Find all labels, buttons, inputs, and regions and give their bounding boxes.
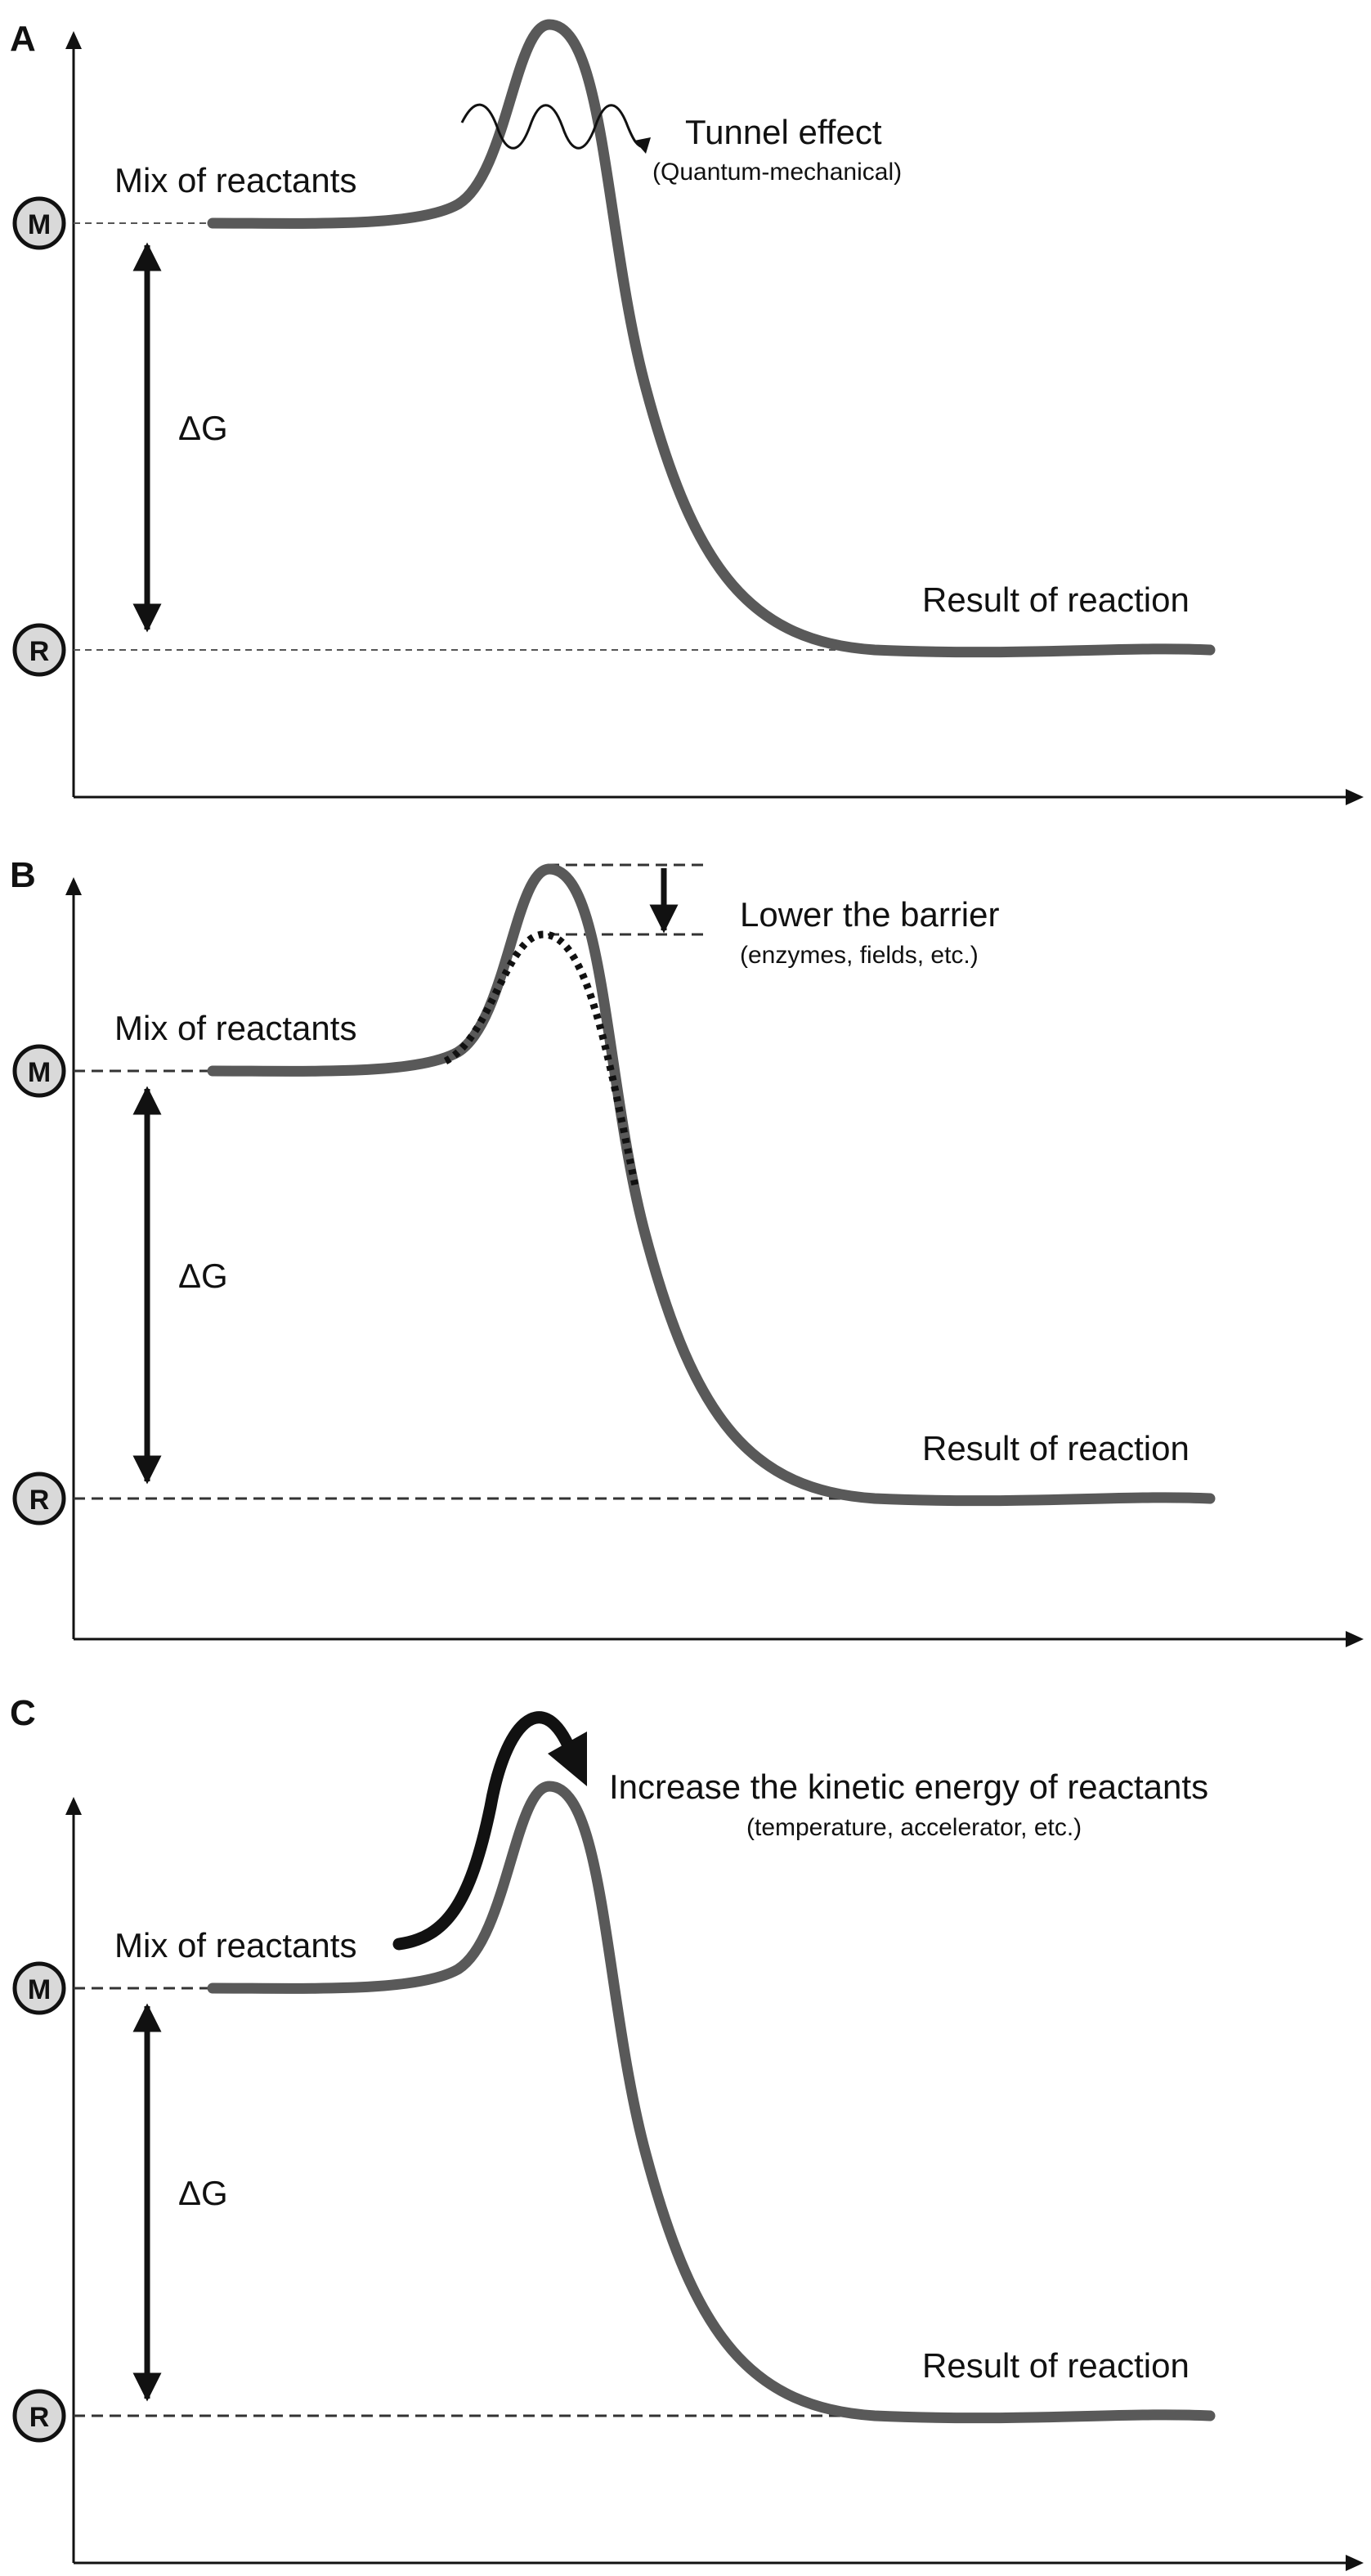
panel-letter: B (10, 855, 36, 895)
reactants-label: Mix of reactants (114, 1009, 356, 1047)
x-axis-arrowhead (1346, 2555, 1364, 2571)
m-node-label: M (28, 1974, 51, 2005)
panel-letter: A (10, 19, 36, 59)
product-label: Result of reaction (922, 1429, 1190, 1467)
delta-g-label: ΔG (178, 1257, 228, 1295)
panel-a: A Tunnel effect (Quantum-mechanical) Mix… (10, 19, 1364, 805)
kinetic-energy-arrowhead-icon (548, 1732, 587, 1786)
m-node: M (12, 1961, 66, 2015)
x-axis-arrowhead (1346, 789, 1364, 805)
r-node-label: R (29, 636, 50, 667)
annotation-title: Increase the kinetic energy of reactants (609, 1767, 1208, 1806)
energy-curve (207, 19, 1216, 658)
y-axis-arrowhead (65, 31, 82, 49)
annotation-title: Tunnel effect (685, 113, 882, 151)
m-node: M (12, 1044, 66, 1098)
product-label: Result of reaction (922, 580, 1190, 619)
r-node: R (12, 2389, 66, 2443)
tunnel-wave-icon (460, 103, 645, 150)
product-label: Result of reaction (922, 2346, 1190, 2385)
reactants-label: Mix of reactants (114, 161, 356, 199)
panel-b: B Lower the barrier (enzymes, fields, et… (10, 855, 1364, 1647)
annotation-subtitle: (Quantum-mechanical) (652, 159, 902, 186)
r-node: R (12, 1472, 66, 1525)
y-axis-arrowhead (65, 1797, 82, 1815)
energy-curve (207, 863, 1216, 1507)
delta-g-label: ΔG (178, 409, 228, 447)
tunnel-arrowhead-icon (634, 137, 651, 154)
panel-letter: C (10, 1693, 36, 1733)
kinetic-energy-arrow (392, 1711, 575, 1951)
r-node: R (12, 623, 66, 677)
m-node-label: M (28, 1057, 51, 1088)
r-node-label: R (29, 2402, 50, 2433)
m-node-label: M (28, 209, 51, 240)
x-axis-arrowhead (1346, 1631, 1364, 1647)
lowered-barrier-curve (443, 930, 640, 1190)
annotation-subtitle: (enzymes, fields, etc.) (740, 942, 979, 969)
annotation-subtitle: (temperature, accelerator, etc.) (746, 1814, 1082, 1841)
delta-g-label: ΔG (178, 2174, 228, 2212)
annotation-title: Lower the barrier (740, 895, 999, 934)
r-node-label: R (29, 1485, 50, 1516)
m-node: M (12, 196, 66, 250)
reactants-label: Mix of reactants (114, 1926, 356, 1964)
energy-curve (207, 1781, 1216, 2424)
panel-c: C Increase the kinetic energy of reactan… (10, 1693, 1364, 2571)
y-axis-arrowhead (65, 877, 82, 895)
